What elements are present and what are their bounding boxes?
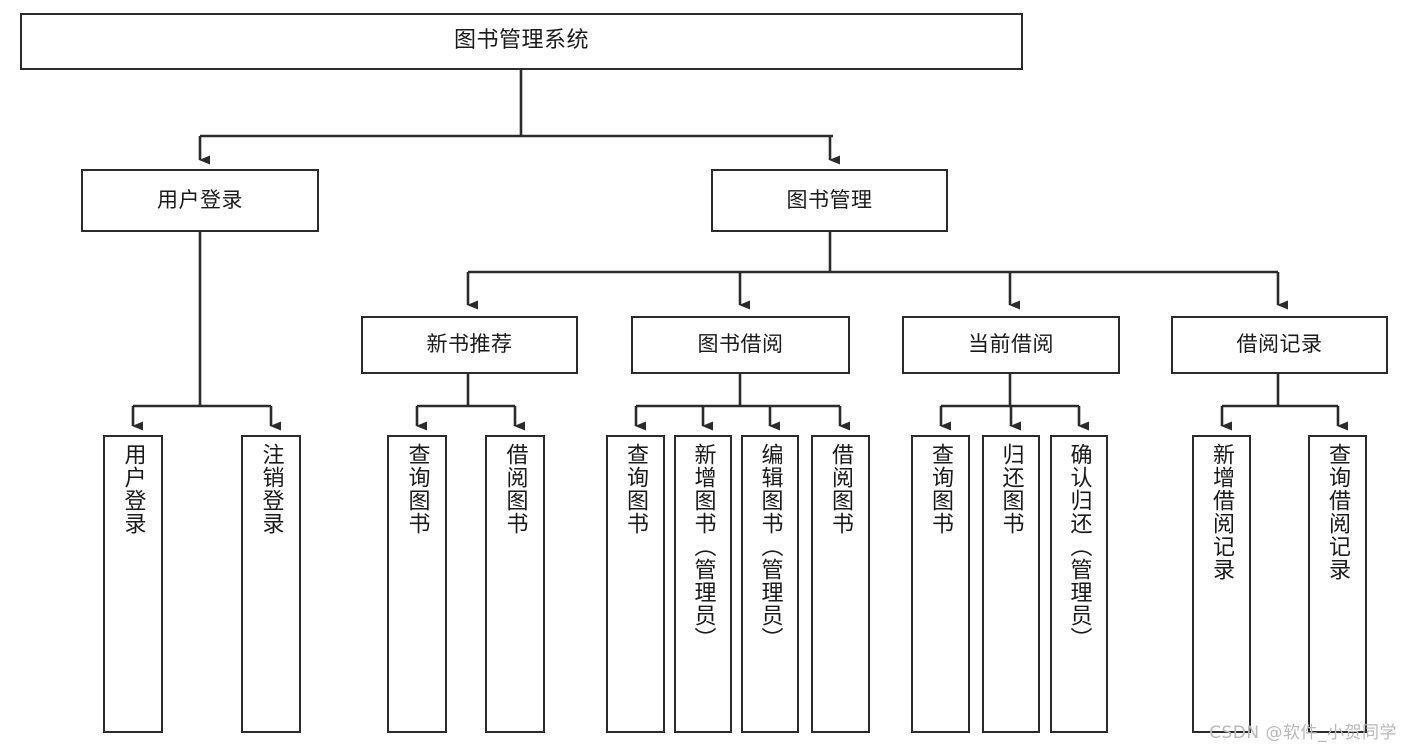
node-leaf-confirm-return-label: 确认归还（管理员）: [1066, 443, 1092, 650]
node-leaf-edit-book-label: 编辑图书（管理员）: [757, 443, 783, 650]
node-leaf-borrow-book-2[interactable]: 借阅图书: [811, 435, 870, 733]
watermark: CSDN @软件_小贺同学: [1209, 723, 1397, 743]
node-book-manage-label: 图书管理: [786, 187, 873, 212]
node-root-label: 图书管理系统: [453, 28, 589, 54]
node-leaf-return-book[interactable]: 归还图书: [982, 435, 1040, 733]
node-borrow-record-label: 借阅记录: [1236, 332, 1323, 357]
node-leaf-borrow-book-1-label: 借阅图书: [502, 443, 528, 535]
node-current-borrow[interactable]: 当前借阅: [902, 316, 1120, 374]
node-root[interactable]: 图书管理系统: [20, 13, 1023, 70]
node-leaf-query-record-label: 查询借阅记录: [1325, 443, 1351, 581]
node-leaf-query-book-3-label: 查询图书: [928, 443, 954, 535]
node-leaf-query-book-3[interactable]: 查询图书: [911, 435, 970, 733]
node-leaf-query-book-1-label: 查询图书: [404, 443, 430, 535]
node-book-manage[interactable]: 图书管理: [711, 169, 948, 232]
node-leaf-add-book-label: 新增图书（管理员）: [690, 443, 716, 650]
node-book-borrow[interactable]: 图书借阅: [631, 316, 850, 374]
node-leaf-query-book-1[interactable]: 查询图书: [387, 435, 447, 733]
node-book-borrow-label: 图书借阅: [697, 332, 784, 357]
node-leaf-add-record[interactable]: 新增借阅记录: [1192, 435, 1251, 733]
node-current-borrow-label: 当前借阅: [968, 332, 1054, 357]
node-leaf-borrow-book-1[interactable]: 借阅图书: [485, 435, 545, 733]
node-leaf-query-book-2[interactable]: 查询图书: [606, 435, 665, 733]
node-borrow-record[interactable]: 借阅记录: [1171, 316, 1388, 374]
node-leaf-edit-book[interactable]: 编辑图书（管理员）: [741, 435, 799, 733]
node-leaf-logout[interactable]: 注销登录: [241, 435, 301, 733]
node-leaf-logout-label: 注销登录: [258, 443, 284, 535]
node-leaf-user-login[interactable]: 用户登录: [103, 435, 163, 733]
node-new-book-rec-label: 新书推荐: [426, 332, 513, 357]
node-user-login[interactable]: 用户登录: [81, 169, 319, 232]
node-leaf-return-book-label: 归还图书: [998, 443, 1024, 535]
node-leaf-query-record[interactable]: 查询借阅记录: [1308, 435, 1367, 733]
node-leaf-borrow-book-2-label: 借阅图书: [828, 443, 854, 535]
node-leaf-add-book[interactable]: 新增图书（管理员）: [674, 435, 732, 733]
node-leaf-confirm-return[interactable]: 确认归还（管理员）: [1050, 435, 1108, 733]
node-new-book-rec[interactable]: 新书推荐: [361, 316, 578, 374]
node-leaf-user-login-label: 用户登录: [120, 443, 146, 535]
node-user-login-label: 用户登录: [157, 187, 243, 212]
node-leaf-add-record-label: 新增借阅记录: [1209, 443, 1235, 581]
node-leaf-query-book-2-label: 查询图书: [623, 443, 649, 535]
